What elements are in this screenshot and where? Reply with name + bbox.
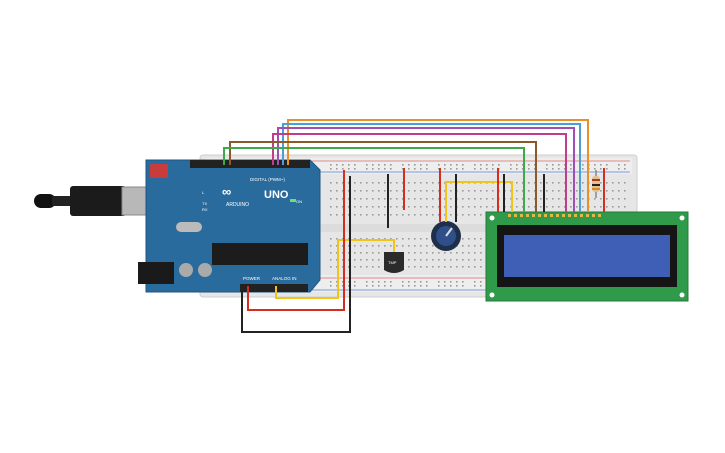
digital-header [190, 160, 310, 168]
usb-cable [34, 186, 153, 216]
power-header-label: POWER [243, 276, 261, 281]
wire-blue [282, 123, 581, 212]
wire-black-gnd [241, 176, 351, 333]
analog-header-label: ANALOG IN [272, 276, 297, 281]
temperature-sensor-icon[interactable]: TMP [384, 252, 404, 273]
lcd-display[interactable] [485, 211, 689, 302]
wire-magenta [272, 133, 567, 212]
wire-green [223, 147, 525, 212]
wire-red-power [247, 170, 345, 311]
on-led-label: ON [296, 199, 302, 204]
wire-brown [229, 141, 537, 212]
rx-led-label: RX [202, 207, 208, 212]
potentiometer-icon[interactable] [431, 221, 461, 251]
wire-purple [277, 127, 575, 212]
wires [223, 119, 605, 333]
arduino-model: UNO [264, 189, 289, 201]
arduino-logo: ∞ [222, 184, 231, 199]
l-led-label: L [202, 190, 205, 195]
microcontroller-chip [212, 243, 308, 265]
power-jack [138, 262, 174, 284]
arduino-brand: ARDUINO [226, 202, 249, 208]
tx-led-label: TX [202, 201, 207, 206]
sensor-label: TMP [388, 260, 397, 265]
digital-header-label: DIGITAL (PWM~) [250, 177, 285, 182]
reset-button[interactable] [150, 164, 168, 178]
lcd-pins [508, 214, 601, 217]
lcd-screen [504, 235, 670, 277]
wire-yellow-sensor [275, 239, 395, 299]
wire-yellow-pot [445, 181, 513, 222]
analog-header [268, 284, 308, 292]
resistor-icon[interactable] [592, 170, 600, 198]
arduino-board[interactable]: ∞ ARDUINO UNO DIGITAL (PWM~) POWER ANALO… [138, 159, 321, 293]
